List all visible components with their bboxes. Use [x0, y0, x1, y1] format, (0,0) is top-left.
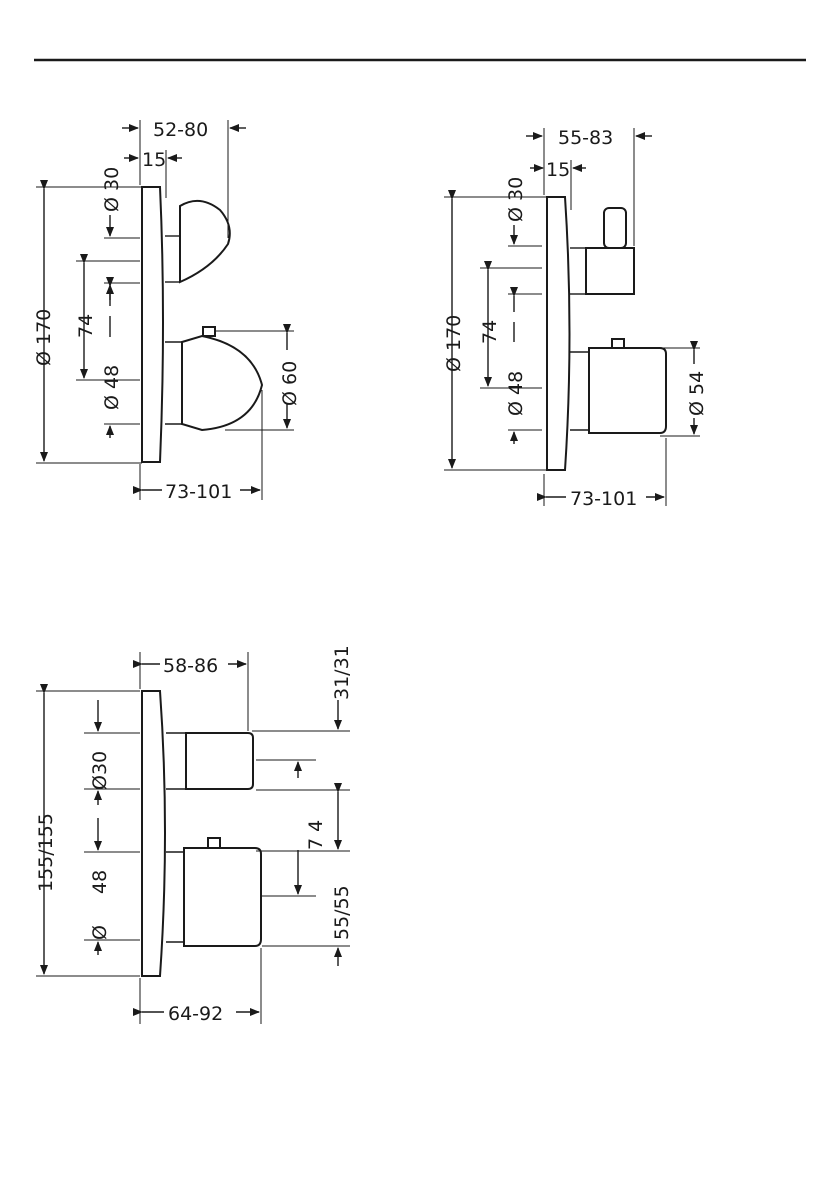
label-dia-body: 48	[89, 870, 111, 894]
upper-knob	[586, 248, 634, 294]
label-plate-thickness: 15	[142, 149, 166, 171]
label-dia-knob: Ø 54	[686, 371, 708, 416]
wall-plate	[142, 691, 165, 976]
label-dia-small: Ø30	[89, 751, 111, 790]
label-total-depth: 64-92	[168, 1003, 223, 1025]
label-top-depth: 55-83	[558, 127, 613, 149]
label-total-depth: 73-101	[570, 488, 637, 510]
label-plate-height: 155/155	[35, 813, 57, 892]
label-spacing: 74	[75, 314, 97, 338]
label-top-height: 31/31	[331, 645, 353, 700]
label-dia-plate: Ø 170	[443, 315, 465, 372]
label-total-depth: 73-101	[165, 481, 232, 503]
knob-indicator	[612, 339, 624, 348]
lower-knob	[182, 336, 262, 430]
label-top-depth: 58-86	[163, 655, 218, 677]
label-dia-plate: Ø 170	[33, 309, 55, 366]
figure-2-square-thermostat: 55-83 15 Ø 30 Ø 170 74 Ø 48 Ø 54 73-101	[443, 127, 708, 510]
label-bottom-height: 55/55	[331, 885, 353, 940]
label-dia-body: Ø 48	[101, 365, 123, 410]
label-dia-small: Ø 30	[101, 167, 123, 212]
figure-1-round-thermostat: 52-80 15 Ø 30 Ø 170 74 Ø 48 Ø 60 73-101	[33, 119, 301, 503]
knob-indicator	[208, 838, 220, 848]
lower-knob	[184, 848, 261, 946]
upper-knob	[180, 201, 230, 282]
label-dia-symbol: Ø	[89, 925, 111, 940]
label-plate-thickness: 15	[546, 159, 570, 181]
figure-3-square-thermostat-side: 58-86 31/31 Ø30 155/155 48 Ø 74 55/55 64…	[35, 645, 353, 1025]
upper-lever	[604, 208, 626, 248]
label-spacing: 74	[479, 320, 501, 344]
knob-indicator	[203, 327, 215, 336]
label-dia-body: Ø 48	[505, 371, 527, 416]
label-dia-small: Ø 30	[505, 177, 527, 222]
wall-plate	[142, 187, 163, 462]
upper-knob	[186, 733, 253, 789]
wall-plate	[547, 197, 570, 470]
label-dia-knob: Ø 60	[279, 361, 301, 406]
label-top-depth: 52-80	[153, 119, 208, 141]
label-spacing: 74	[305, 814, 327, 850]
lower-knob	[589, 348, 666, 433]
